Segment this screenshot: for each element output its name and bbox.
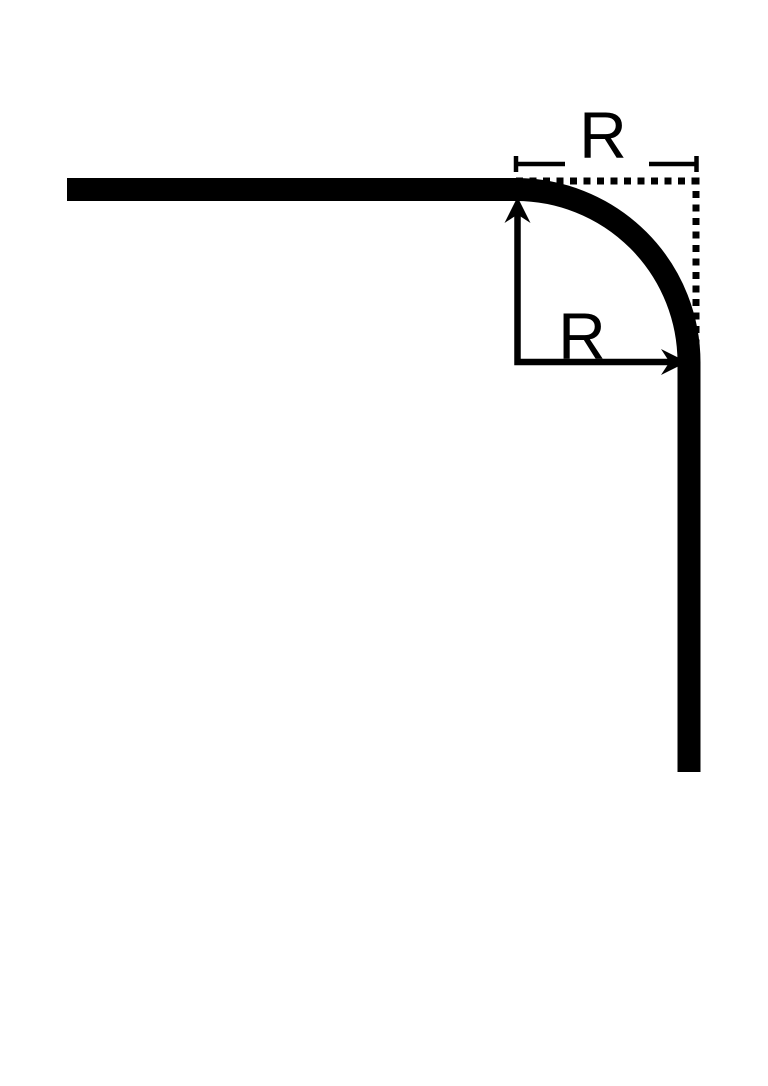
rounded-corner-profile	[67, 178, 701, 772]
radius-label-top: R	[579, 98, 627, 172]
radius-arrow-lines	[514, 206, 676, 366]
right-arrowhead	[661, 349, 687, 375]
radius-label-inner: R	[558, 299, 606, 373]
up-arrowhead	[504, 197, 531, 223]
